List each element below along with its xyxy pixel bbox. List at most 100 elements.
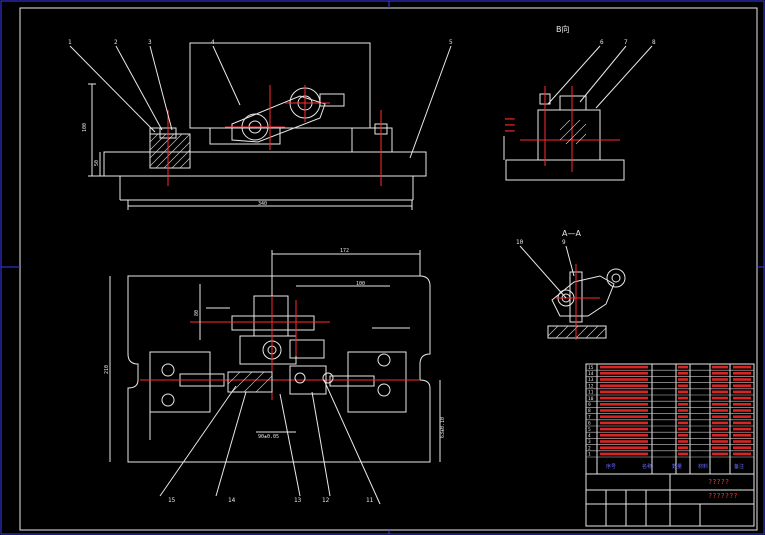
bom-cell-mark [733, 421, 751, 425]
part-label-1: 1 [68, 39, 72, 46]
bom-header-no: 序号 [606, 463, 616, 470]
bom-cell-mark [600, 384, 648, 387]
drawing-name: ????? [708, 478, 729, 486]
bom-cell-mark [733, 415, 751, 418]
part-label-13: 13 [294, 497, 302, 504]
bom-cell-mark [678, 378, 688, 381]
bom-cell-mark [733, 452, 751, 456]
bom-header-note: 备注 [734, 463, 744, 470]
part-label-3: 3 [148, 39, 152, 46]
bom-cell-mark [733, 440, 751, 443]
bom-cell-mark [600, 372, 648, 375]
plan-view [109, 250, 441, 505]
bom-header-material: 材料 [698, 463, 708, 470]
part-label-10: 10 [516, 239, 524, 246]
bom-row-number: 5 [588, 427, 591, 433]
bom-row-number: 12 [588, 383, 594, 389]
bom-cell-mark [733, 427, 751, 431]
dim-front-width: 340 [258, 201, 267, 207]
bom-row-number: 13 [588, 377, 594, 383]
bom-cell-mark [712, 452, 728, 456]
bom-cell-mark [733, 372, 751, 375]
front-view [69, 42, 452, 210]
part-label-5: 5 [449, 39, 453, 46]
bom-cell-mark [712, 396, 728, 400]
bom-cell-mark [712, 378, 728, 381]
bom-cell-mark [712, 409, 728, 412]
bom-row-number: 9 [588, 402, 591, 408]
bom-cell-mark [678, 390, 688, 394]
svg-text:▬▬▬▬: ▬▬▬▬ [505, 116, 515, 121]
bom-cell-mark [733, 409, 751, 412]
dim-plan-right: 63±0.10 [440, 417, 446, 438]
bom-row-number: 6 [588, 421, 591, 427]
part-label-6: 6 [600, 39, 604, 46]
bom-cell-mark [678, 396, 688, 400]
bom-cell-mark [678, 446, 688, 449]
bom-cell-mark [600, 390, 648, 394]
part-label-8: 8 [652, 39, 656, 46]
section-view [519, 245, 626, 340]
part-label-2: 2 [114, 39, 118, 46]
part-label-15: 15 [168, 497, 176, 504]
bom-cell-mark [712, 446, 728, 449]
bom-cell-mark [712, 365, 728, 369]
bom-row-number: 1 [588, 452, 591, 458]
bom-cell-mark [678, 409, 688, 412]
bom-row-number: 11 [588, 390, 594, 396]
bom-cell-mark [733, 446, 751, 449]
bom-cell-mark [600, 440, 648, 443]
bom-cell-mark [733, 390, 751, 394]
bom-cell-mark [600, 396, 648, 400]
b-view-title: B向 [556, 24, 570, 34]
bom-cell-mark [678, 427, 688, 431]
bom-row-number: 10 [588, 396, 594, 402]
bom-row-number: 3 [588, 439, 591, 445]
bom-cell-mark [678, 384, 688, 387]
dim-plan-top: 172 [340, 248, 349, 254]
bom-cell-mark [712, 390, 728, 394]
bom-cell-mark [733, 434, 751, 437]
svg-text:▬▬▬▬: ▬▬▬▬ [505, 122, 515, 127]
bom-row-number: 14 [588, 371, 594, 377]
part-label-14: 14 [228, 497, 236, 504]
bom-row-number: 4 [588, 433, 591, 439]
bom-cell-mark [712, 415, 728, 418]
bom-cell-mark [712, 384, 728, 387]
bom-cell-mark [600, 427, 648, 431]
bom-cell-mark [600, 452, 648, 456]
bom-cell-mark [733, 378, 751, 381]
dim-plan-mid: 100 [356, 281, 365, 287]
bom-header-name: 名称 [642, 463, 652, 470]
bom-cell-mark [678, 440, 688, 443]
bom-cell-mark [712, 440, 728, 443]
part-label-9: 9 [562, 239, 566, 246]
bom-cell-mark [733, 396, 751, 400]
dim-plan-depth: 80 [194, 310, 200, 316]
dim-front-height: 100 [82, 123, 88, 132]
bom-cell-mark [733, 365, 751, 369]
bom-cell-mark [678, 365, 688, 369]
bom-cell-mark [600, 409, 648, 412]
bom-cell-mark [600, 365, 648, 369]
section-title: A—A [562, 229, 581, 238]
bom-cell-mark [600, 378, 648, 381]
bom-cell-mark [712, 427, 728, 431]
bom-cell-mark [678, 415, 688, 418]
bom-row-number: 8 [588, 408, 591, 414]
part-label-7: 7 [624, 39, 628, 46]
bom-cell-mark [733, 384, 751, 387]
bom-cell-mark [712, 372, 728, 375]
b-view: ▬▬▬▬ ▬▬▬▬ ▬▬▬▬ [503, 45, 653, 181]
part-label-11: 11 [366, 497, 374, 504]
bom-header-qty: 数量 [672, 463, 682, 470]
dim-plan-left: 210 [104, 365, 110, 374]
bom-cell-mark [678, 421, 688, 425]
drawing-code: ??????? [708, 492, 738, 500]
bom-cell-mark [712, 434, 728, 437]
bom-cell-mark [712, 403, 728, 406]
bom-row-number: 15 [588, 365, 594, 371]
